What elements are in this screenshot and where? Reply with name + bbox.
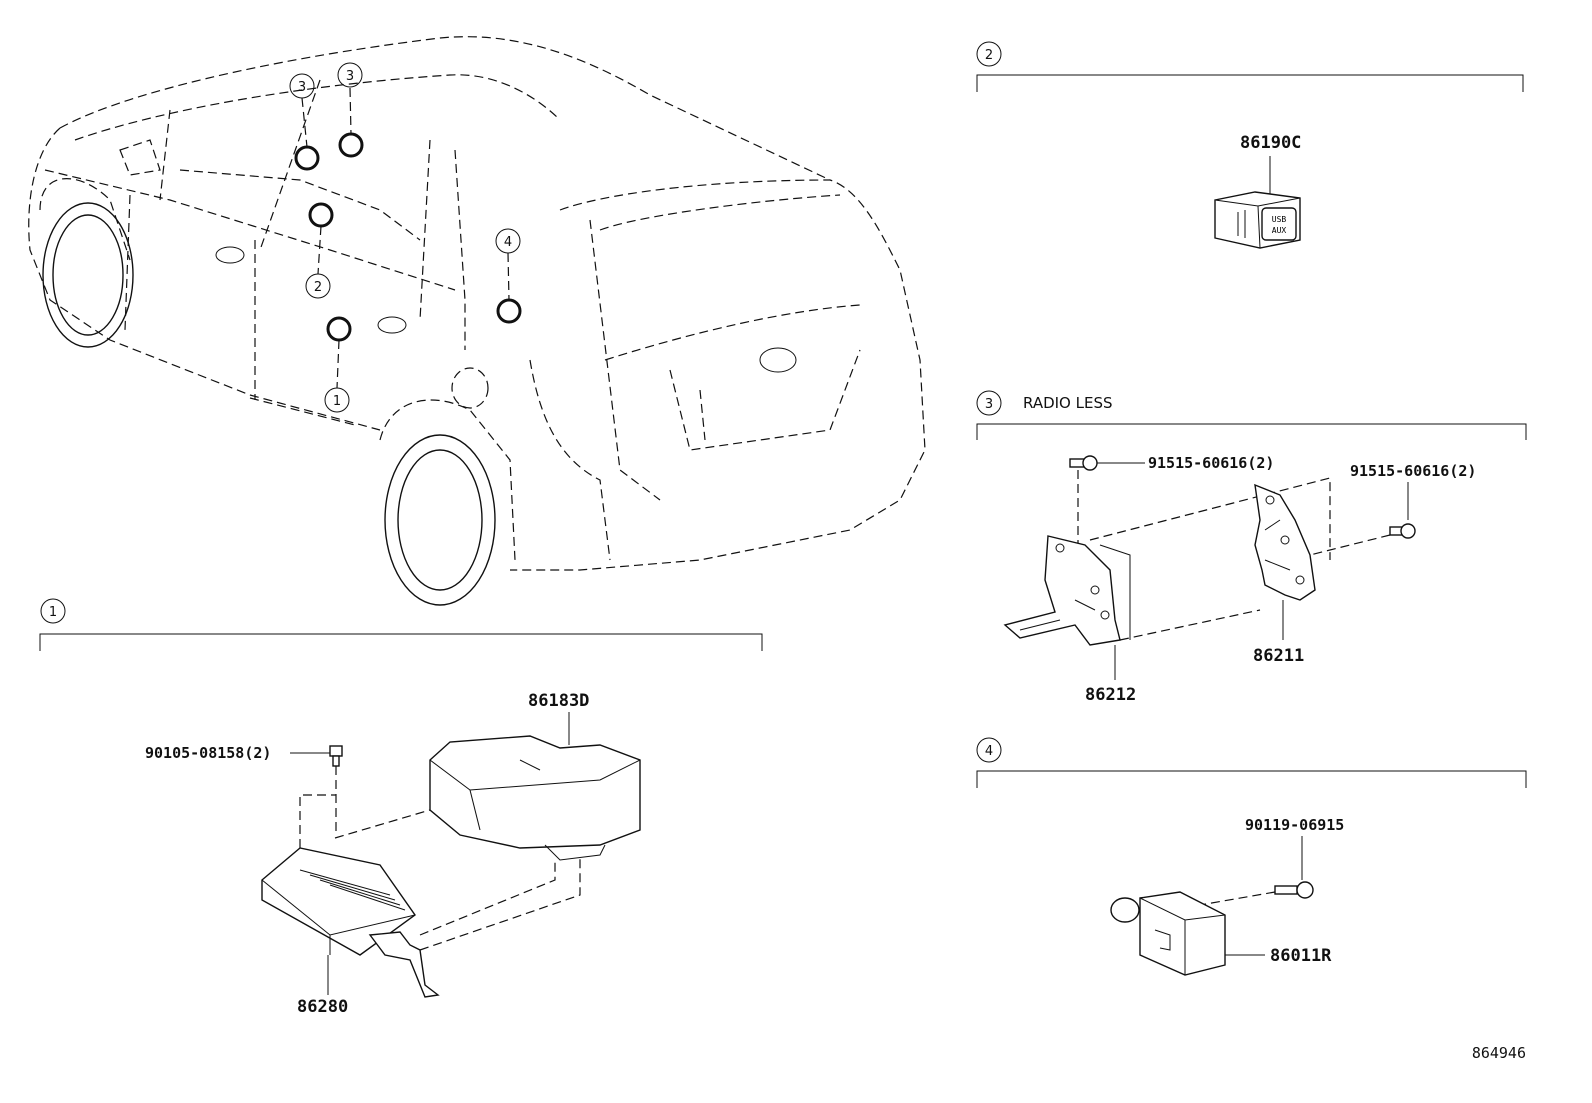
location-marker-2 xyxy=(308,202,334,228)
section-1-bracket xyxy=(39,633,763,651)
location-marker-3b xyxy=(338,132,364,158)
part-86011R-module: 86011R xyxy=(1110,891,1332,976)
svg-text:86280: 86280 xyxy=(297,997,348,1017)
svg-text:86011R: 86011R xyxy=(1270,946,1332,966)
svg-text:86211: 86211 xyxy=(1253,646,1304,666)
section-4-number: 4 xyxy=(976,737,1002,763)
svg-text:86183D: 86183D xyxy=(528,691,589,711)
usb-label: USB xyxy=(1272,215,1287,224)
callout-4: 4 xyxy=(495,228,521,254)
part-86280-amplifier: 86280 xyxy=(261,794,581,1017)
part-86183D-cover: 86183D xyxy=(429,691,641,861)
callout-3a: 3 xyxy=(289,73,315,99)
callout-1: 1 xyxy=(324,387,350,413)
callout-2: 2 xyxy=(305,273,331,299)
section-2-bracket xyxy=(976,74,1524,92)
location-marker-3a xyxy=(294,145,320,171)
part-86212-left-bracket: 86212 xyxy=(1003,535,1136,705)
section-4-bracket xyxy=(976,770,1527,788)
part-86190C-usb-aux-switch: 86190C USB AUX xyxy=(1214,133,1301,249)
section-4: 4 90119-06915 86011R xyxy=(976,737,1527,976)
svg-text:86190C: 86190C xyxy=(1240,133,1301,153)
svg-text:4: 4 xyxy=(985,744,993,759)
diagram-id: 864946 xyxy=(1472,1044,1526,1062)
part-90105-08158-bolt: 90105-08158(2) xyxy=(145,744,343,835)
section-3: 3 RADIO LESS 91515-60616(2) 91515-60616(… xyxy=(976,390,1527,705)
svg-text:3: 3 xyxy=(985,397,993,412)
svg-text:91515-60616(2): 91515-60616(2) xyxy=(1350,462,1476,480)
location-marker-1 xyxy=(326,316,352,342)
svg-text:1: 1 xyxy=(333,394,341,409)
section-3-number: 3 xyxy=(976,390,1002,416)
aux-label: AUX xyxy=(1272,226,1287,235)
svg-text:86212: 86212 xyxy=(1085,685,1136,705)
section-2-number: 2 xyxy=(976,41,1002,67)
part-90119-06915-bolt: 90119-06915 xyxy=(1199,816,1344,906)
part-86211-right-bracket: 86211 xyxy=(1253,483,1316,666)
svg-text:1: 1 xyxy=(49,605,57,620)
vehicle-illustration: 3 3 2 1 4 xyxy=(28,36,926,606)
section-1-number: 1 xyxy=(40,598,66,624)
part-91515-60616-right-screw: 91515-60616(2) xyxy=(1309,462,1476,556)
part-91515-60616-left-screw: 91515-60616(2) xyxy=(1069,454,1274,545)
location-marker-4 xyxy=(496,298,522,324)
svg-text:3: 3 xyxy=(298,80,306,95)
section-2: 2 86190C USB AUX xyxy=(976,41,1524,249)
section-3-note: RADIO LESS xyxy=(1023,394,1113,412)
section-1: 1 86183D 90105-08158(2) xyxy=(39,598,763,1017)
svg-text:90105-08158(2): 90105-08158(2) xyxy=(145,744,271,762)
svg-text:90119-06915: 90119-06915 xyxy=(1245,816,1344,834)
svg-text:4: 4 xyxy=(504,235,512,250)
svg-text:2: 2 xyxy=(985,48,993,63)
svg-text:3: 3 xyxy=(346,69,354,84)
svg-text:91515-60616(2): 91515-60616(2) xyxy=(1148,454,1274,472)
section-3-bracket xyxy=(976,423,1527,440)
callout-3b: 3 xyxy=(337,62,363,88)
svg-text:2: 2 xyxy=(314,280,322,295)
